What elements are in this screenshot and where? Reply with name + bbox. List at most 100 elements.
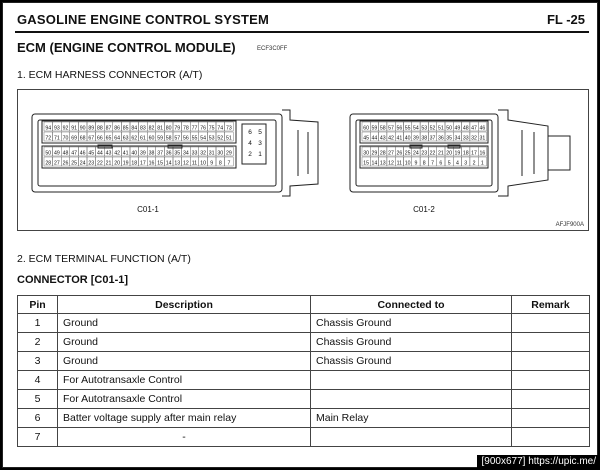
- pin-number-label: 88: [97, 126, 103, 132]
- header-pin: Pin: [17, 295, 58, 314]
- section-code: ECF3C0FF: [257, 46, 288, 52]
- pin-number-label: 48: [63, 151, 69, 157]
- pin-number-label: 69: [71, 136, 77, 142]
- pin-number-label: 6: [439, 161, 442, 167]
- pin-number-label: 27: [388, 151, 394, 157]
- remark-cell: [511, 332, 590, 352]
- pin-number-label: 54: [413, 126, 419, 132]
- pin-number-label: 47: [471, 126, 477, 132]
- pin-cell: 2: [17, 332, 58, 352]
- pin-number-label: 49: [455, 126, 461, 132]
- pin-number-label: 55: [405, 126, 411, 132]
- description-cell: Batter voltage supply after main relay: [57, 408, 311, 428]
- pin-number-label: 25: [71, 161, 77, 167]
- connector-c01-2-housing: [349, 113, 499, 193]
- pin-cavity: [478, 131, 487, 142]
- pin-number-label: 9: [210, 161, 213, 167]
- terminal-table: Pin Description Connected to Remark 1 Gr…: [17, 295, 590, 447]
- page-number: FL -25: [546, 12, 585, 27]
- pin-number-label: 1: [481, 161, 484, 167]
- pin-number-label: 31: [479, 136, 485, 142]
- pin-number-label: 68: [80, 136, 86, 142]
- pin-number-label: 31: [209, 151, 215, 157]
- pin-number-label: 44: [97, 151, 103, 157]
- pin-number-label: 25: [405, 151, 411, 157]
- table-header-row: Pin Description Connected to Remark: [17, 295, 590, 314]
- pin-number-label: 40: [131, 151, 137, 157]
- table-row: 2 Ground Chassis Ground: [17, 332, 590, 352]
- pin-number-label: 45: [88, 151, 94, 157]
- header-remark: Remark: [511, 295, 590, 314]
- pin-number-label: 36: [438, 136, 444, 142]
- connector-c01-2-inner-frame: [355, 119, 493, 187]
- table-row: 4 For Autotransaxle Control: [17, 370, 590, 390]
- pin-number-label: 35: [174, 151, 180, 157]
- pin-number-label: 11: [397, 161, 402, 167]
- pin-number-label: 45: [363, 136, 369, 142]
- section-title: ECM (ENGINE CONTROL MODULE): [17, 40, 236, 55]
- connector-c01-1-label: C01-1: [137, 205, 159, 214]
- pin-number-label: 32: [200, 151, 206, 157]
- pin-number-label: 41: [123, 151, 129, 157]
- table-row: 7 -: [17, 427, 590, 447]
- pin-cavity: [224, 131, 234, 142]
- pin-number-label: 17: [471, 151, 477, 157]
- pin-number-label: 19: [123, 161, 129, 167]
- pin-number-label: 12: [388, 161, 394, 167]
- pin-number-label: 17: [140, 161, 146, 167]
- description-cell: -: [57, 427, 311, 447]
- description-cell: Ground: [57, 351, 311, 371]
- pin-number-label: 8: [219, 161, 222, 167]
- pin-number-label: 26: [63, 161, 69, 167]
- pin-number-label: 59: [372, 126, 378, 132]
- pin-number-label: 34: [183, 151, 189, 157]
- connected-to-cell: [310, 370, 512, 390]
- pin-cavity: [224, 146, 234, 157]
- pin-number-label: 41: [396, 136, 402, 142]
- pin-number-label: 9: [415, 161, 418, 167]
- pin-cavity: [478, 156, 487, 167]
- pin-number-label: 23: [88, 161, 94, 167]
- pin-cavity: [224, 121, 234, 132]
- pin-number-label: 28: [380, 151, 386, 157]
- pin-number-label: 72: [45, 136, 51, 142]
- connector-c01-1-pin-block-upper: [41, 120, 237, 144]
- pin-number-label: 33: [192, 151, 198, 157]
- remark-cell: [511, 389, 590, 409]
- pin-number-label: 13: [174, 161, 180, 167]
- pin-number-label: 73: [226, 126, 232, 132]
- pin-number-label: 10: [405, 161, 411, 167]
- pin-number-label: 4: [248, 140, 252, 147]
- pin-number-label: 91: [71, 126, 77, 132]
- pin-number-label: 28: [45, 161, 51, 167]
- pin-cavity: [224, 156, 234, 167]
- pin-number-label: 22: [430, 151, 436, 157]
- remark-cell: [511, 313, 590, 333]
- remark-cell: [511, 408, 590, 428]
- pin-number-label: 71: [54, 136, 60, 142]
- pin-number-label: 89: [88, 126, 94, 132]
- pin-number-label: 27: [54, 161, 60, 167]
- description-cell: For Autotransaxle Control: [57, 370, 311, 390]
- connected-to-cell: Chassis Ground: [310, 332, 512, 352]
- connector-key: [447, 144, 461, 149]
- pin-number-label: 7: [431, 161, 434, 167]
- pin-number-label: 38: [149, 151, 155, 157]
- pin-number-label: 51: [226, 136, 232, 142]
- connector-key: [97, 144, 113, 149]
- remark-cell: [511, 370, 590, 390]
- pin-number-label: 33: [463, 136, 469, 142]
- figure-code: AFJF900A: [555, 222, 584, 228]
- pin-number-label: 3: [258, 140, 262, 147]
- pin-number-label: 90: [80, 126, 86, 132]
- remark-cell: [511, 351, 590, 371]
- pin-number-label: 94: [45, 126, 51, 132]
- pin-cell: 1: [17, 313, 58, 333]
- pin-number-label: 38: [421, 136, 427, 142]
- pin-number-label: 65: [106, 136, 112, 142]
- pin-number-label: 61: [140, 136, 146, 142]
- pin-number-label: 5: [258, 129, 262, 136]
- pin-number-label: 51: [438, 126, 444, 132]
- pin-number-label: 62: [131, 136, 137, 142]
